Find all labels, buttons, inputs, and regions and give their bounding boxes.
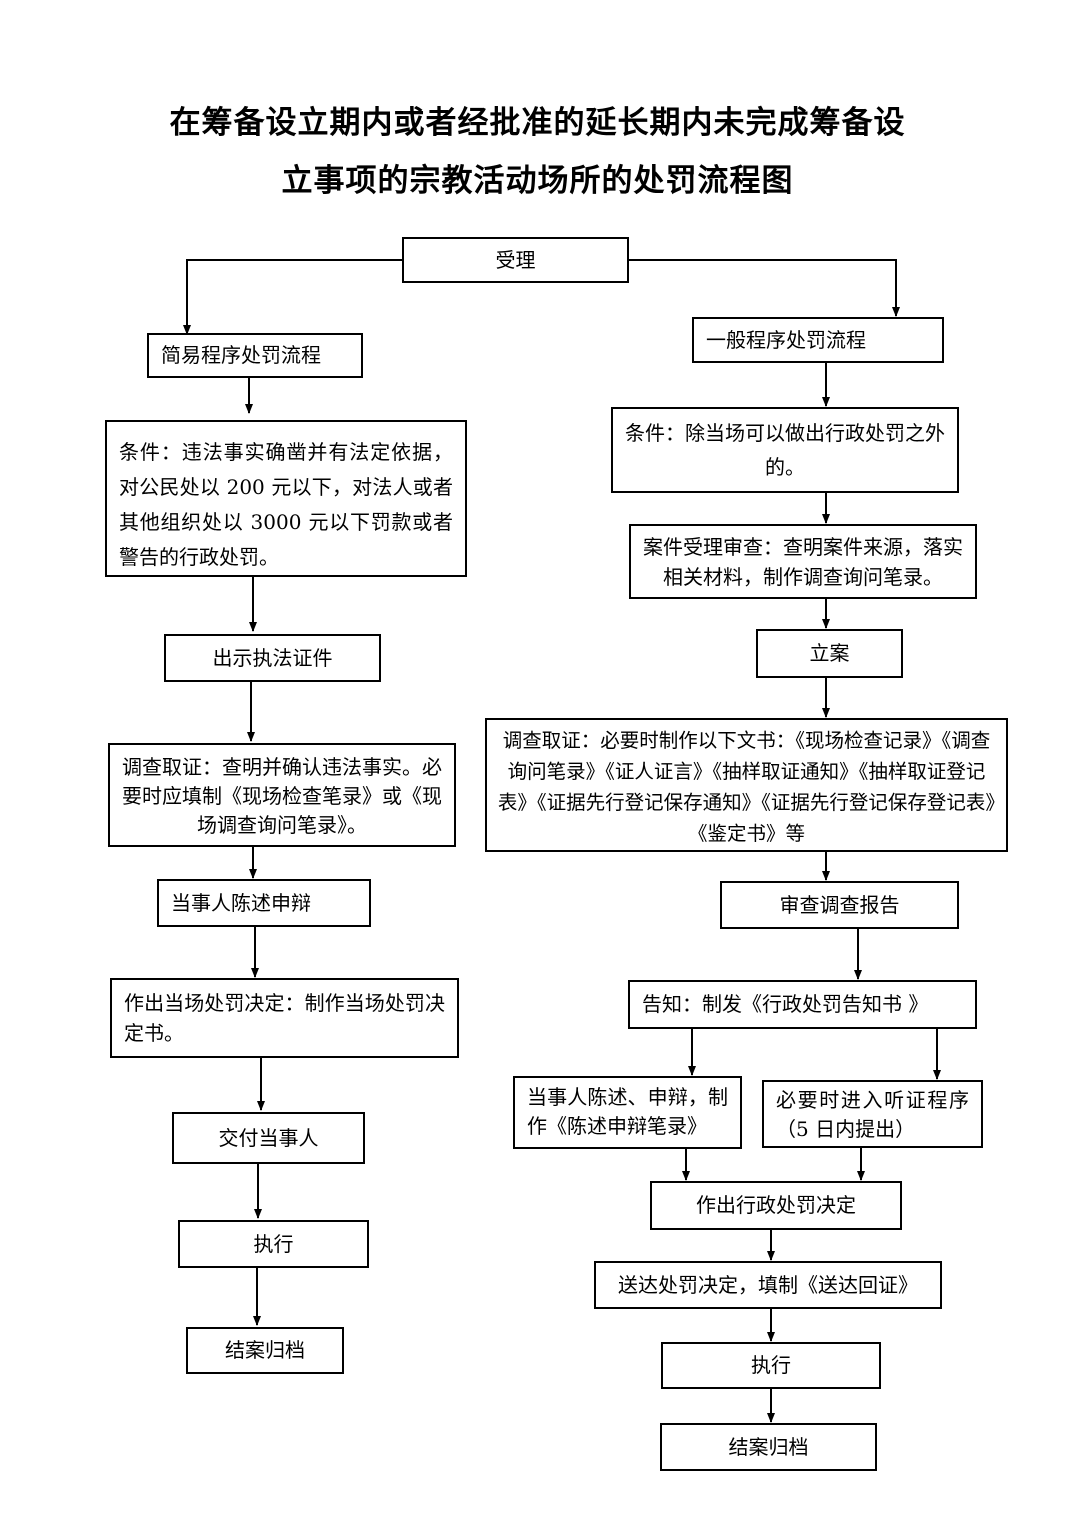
node-general-report: 审查调查报告 [720,881,959,929]
node-general-file: 立案 [756,629,903,678]
node-general-condition: 条件：除当场可以做出行政处罚之外的。 [611,407,959,493]
node-general-heading: 一般程序处罚流程 [692,317,944,363]
node-simple-heading: 简易程序处罚流程 [147,333,363,378]
node-general-notify: 告知：制发《行政处罚告知书 》 [628,980,977,1029]
node-simple-execute: 执行 [178,1220,369,1268]
arrow-accept-to-general [628,259,900,317]
node-general-statement: 当事人陈述、申辩，制作《陈述申辩笔录》 [513,1076,742,1149]
node-general-review: 案件受理审查：查明案件来源，落实相关材料，制作调查询问笔录。 [629,524,977,599]
node-simple-investigate: 调查取证：查明并确认违法事实。必要时应填制《现场检查笔录》或《现场调查询问笔录》… [108,743,456,847]
node-general-investigate: 调查取证：必要时制作以下文书：《现场检查记录》《调查询问笔录》《证人证言》《抽样… [485,718,1008,852]
node-general-execute: 执行 [661,1342,881,1389]
node-simple-condition: 条件：违法事实确凿并有法定依据，对公民处以 200 元以下，对法人或者其他组织处… [105,420,467,577]
node-simple-statement: 当事人陈述申辩 [157,879,371,927]
arrow-accept-to-simple [183,259,402,335]
node-accept: 受理 [402,237,629,283]
page-title-line-1: 在筹备设立期内或者经批准的延长期内未完成筹备设 [169,105,906,141]
node-simple-decision: 作出当场处罚决定：制作当场处罚决定书。 [110,978,459,1058]
page-title-line-2: 立事项的宗教活动场所的处罚流程图 [281,163,794,199]
node-general-decision: 作出行政处罚决定 [650,1181,902,1230]
node-general-hearing: 必要时进入听证程序（5 日内提出） [762,1080,983,1148]
node-simple-show-id: 出示执法证件 [164,634,381,682]
node-simple-deliver: 交付当事人 [172,1112,365,1164]
node-simple-close: 结案归档 [186,1327,344,1374]
node-general-serve: 送达处罚决定，填制《送达回证》 [594,1261,942,1309]
node-general-close: 结案归档 [660,1423,877,1471]
